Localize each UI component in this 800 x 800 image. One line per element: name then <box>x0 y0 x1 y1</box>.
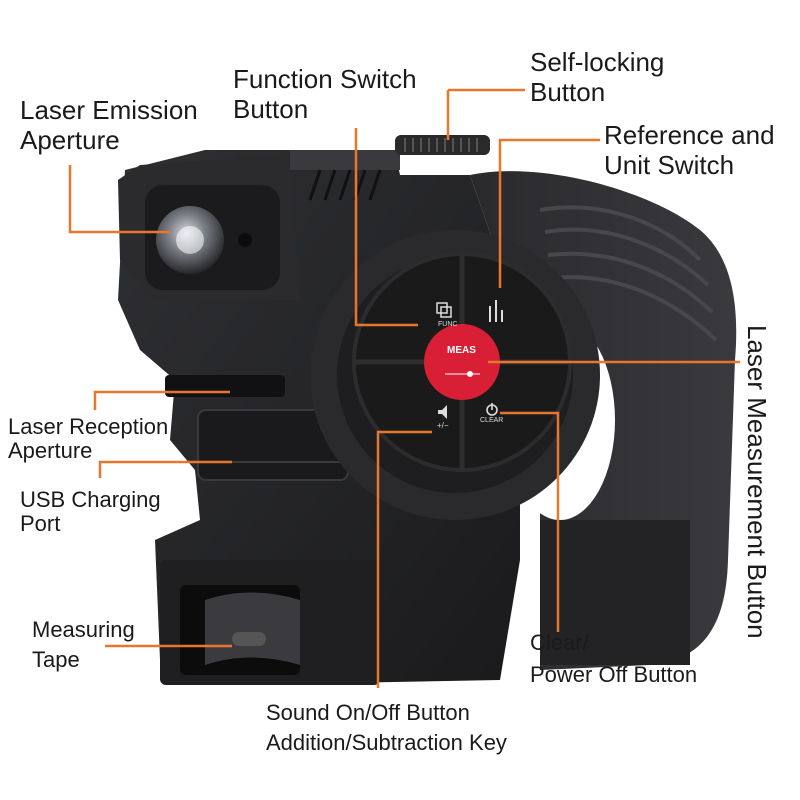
leader-function-switch <box>354 128 418 327</box>
label-measuring-tape: Measuring Tape <box>32 615 135 675</box>
label-laser-reception-aperture: Laser Reception Aperture <box>8 415 168 463</box>
label-line-2: Port <box>20 511 61 536</box>
tape-hook <box>232 632 266 646</box>
label-function-switch-button: Function Switch Button <box>233 64 417 124</box>
label-line-2: Addition/Subtraction Key <box>266 730 507 755</box>
self-locking-knob <box>395 135 490 155</box>
meas-button <box>424 324 500 400</box>
small-sensor <box>238 233 252 247</box>
laser-lens-inner <box>176 226 204 254</box>
label-reference-unit-switch: Reference and Unit Switch <box>604 120 775 180</box>
leader-reference-unit <box>498 138 600 288</box>
reference-icon <box>489 300 503 322</box>
label-line-1: Sound On/Off Button <box>266 700 470 725</box>
grip-ridge <box>551 275 718 342</box>
label-line-1: USB Charging <box>20 487 161 512</box>
label-usb-charging-port: USB Charging Port <box>20 488 161 536</box>
label-line-1: Reference and <box>604 120 775 150</box>
func-button-label: FUNC <box>438 321 458 328</box>
grip-ridge <box>539 205 702 262</box>
label-line-1: Function Switch <box>233 64 417 94</box>
leader-laser-emission <box>68 165 170 234</box>
speaker-icon <box>438 405 447 419</box>
leader-sound-add-sub <box>376 430 432 688</box>
label-line-1: Self-locking <box>530 47 665 77</box>
label-line-2: Aperture <box>20 125 120 155</box>
label-line-2: Button <box>233 94 309 124</box>
label-line-2: Tape <box>32 647 80 672</box>
grip-ridge <box>544 227 710 287</box>
top-ridge <box>290 150 400 170</box>
meas-button-label: MEAS <box>447 345 476 356</box>
clear-button-label: CLEAR <box>480 417 504 424</box>
label-clear-power-off: Clear/ Power Off Button <box>530 627 697 691</box>
func-icon <box>436 302 448 314</box>
leader-clear-power <box>500 411 560 632</box>
label-line-1: Clear/ <box>530 630 589 655</box>
label-laser-emission-aperture: Laser Emission Aperture <box>20 95 198 155</box>
grip-ridge <box>547 251 714 314</box>
laser-dot-icon <box>467 371 473 377</box>
label-line-2: Aperture <box>8 438 93 463</box>
tape-blade <box>205 592 300 665</box>
label-line-2: Button <box>530 77 606 107</box>
leader-usb-port <box>98 460 232 478</box>
handle-lower <box>540 520 690 665</box>
label-sound-add-sub: Sound On/Off Button Addition/Subtraction… <box>266 698 507 758</box>
reception-window <box>165 375 285 397</box>
label-line-2: Power Off Button <box>530 662 698 687</box>
label-laser-measurement-button: Laser Measurement Button <box>742 325 772 639</box>
label-line-1: Measuring <box>32 617 135 642</box>
plus-minus-label: +/− <box>437 421 449 430</box>
leader-laser-reception <box>93 390 230 410</box>
label-line-1: Laser Reception <box>8 414 169 439</box>
label-self-locking-button: Self-locking Button <box>530 47 664 107</box>
label-line-1: Laser Emission <box>20 95 198 125</box>
label-line-2: Unit Switch <box>604 150 735 180</box>
